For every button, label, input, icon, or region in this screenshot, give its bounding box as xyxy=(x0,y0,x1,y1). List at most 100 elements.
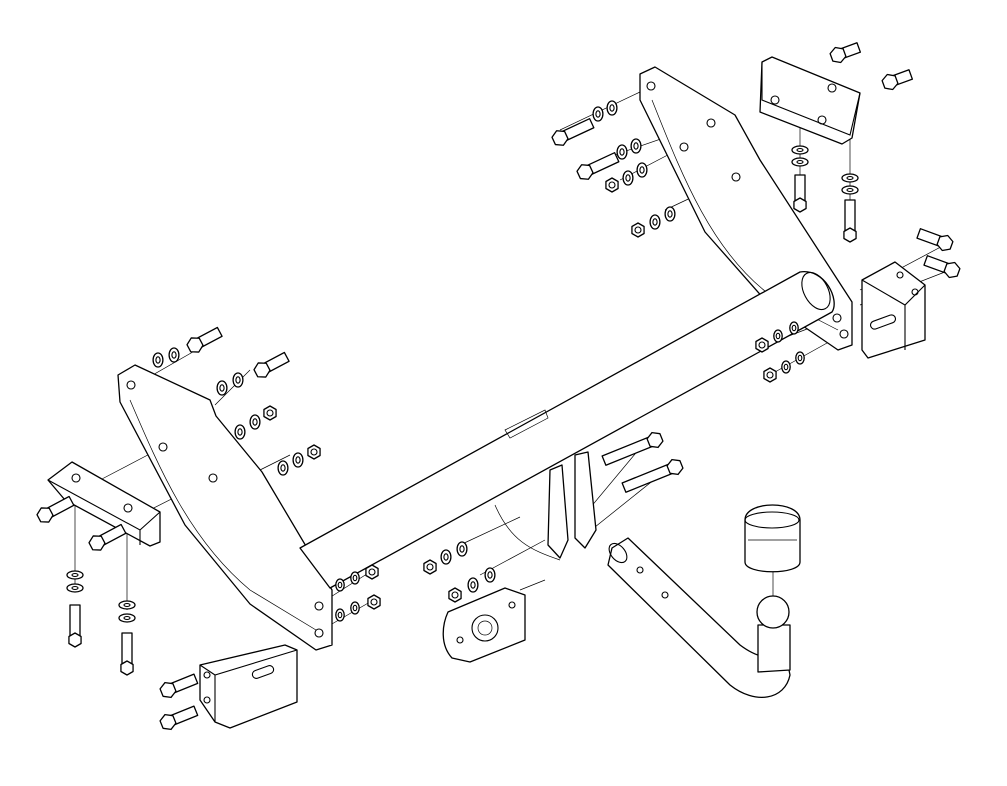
bolt-head xyxy=(36,507,54,523)
left-side-plate xyxy=(117,364,333,651)
washer-hole xyxy=(352,604,358,612)
bolt-head xyxy=(829,46,847,64)
bolt xyxy=(159,705,199,731)
bolt-head xyxy=(68,632,82,648)
washer-hole xyxy=(295,456,301,464)
washer xyxy=(616,144,628,160)
washer-hole xyxy=(846,175,854,181)
nut xyxy=(367,594,381,610)
washer-hole xyxy=(352,574,358,582)
washer-hole xyxy=(796,159,804,165)
washer xyxy=(781,360,791,374)
bolt-head xyxy=(793,197,807,213)
washer xyxy=(592,106,604,122)
right-bracket xyxy=(861,261,926,359)
bolt xyxy=(159,673,199,699)
washer xyxy=(335,608,345,622)
washer xyxy=(66,583,84,593)
washer-hole xyxy=(123,602,131,608)
washer xyxy=(277,460,289,476)
bolt xyxy=(576,152,620,180)
washer xyxy=(350,571,360,585)
nut xyxy=(448,587,462,603)
nut-hole xyxy=(266,409,274,417)
nut xyxy=(423,559,437,575)
washer-hole xyxy=(797,354,803,362)
nut-hole xyxy=(370,598,378,606)
bolt xyxy=(829,42,862,64)
nut-hole xyxy=(368,568,376,576)
washer xyxy=(791,157,809,167)
bolt xyxy=(186,326,223,353)
bolt xyxy=(843,199,857,243)
nut xyxy=(307,444,321,460)
bolt-head xyxy=(666,458,684,476)
washer-hole xyxy=(487,571,493,579)
nut-hole xyxy=(451,591,459,599)
bolt xyxy=(551,118,595,146)
bolt-head xyxy=(186,337,204,353)
ball-neck xyxy=(607,537,791,698)
nut-hole xyxy=(426,563,434,571)
cross-tube xyxy=(299,271,835,589)
washer xyxy=(773,329,783,343)
washer xyxy=(249,414,261,430)
socket-plate xyxy=(442,587,526,663)
nut xyxy=(755,337,769,353)
washer xyxy=(118,613,136,623)
washer-hole xyxy=(155,356,161,364)
bolt-head xyxy=(551,130,569,146)
bolt xyxy=(881,69,914,91)
washer-hole xyxy=(846,187,854,193)
bolt-head xyxy=(88,535,106,551)
bolt xyxy=(916,228,954,252)
washer-hole xyxy=(123,615,131,621)
washer xyxy=(841,185,859,195)
nut xyxy=(605,177,619,193)
bolt xyxy=(923,255,961,279)
bolt xyxy=(253,351,290,378)
washer-hole xyxy=(470,581,476,589)
bolt xyxy=(793,174,807,213)
bolt xyxy=(68,604,82,648)
bolt-head xyxy=(943,261,961,279)
bolt xyxy=(36,495,75,523)
washer xyxy=(232,372,244,388)
ball-neck-mount-plates xyxy=(494,451,597,561)
washer-hole xyxy=(337,581,343,589)
washer-hole xyxy=(639,166,645,174)
bolt-head xyxy=(881,73,899,91)
washer xyxy=(234,424,246,440)
nut-hole xyxy=(758,341,766,349)
nut xyxy=(631,222,645,238)
washer-hole xyxy=(619,148,625,156)
washer xyxy=(440,549,452,565)
nut-hole xyxy=(310,448,318,456)
nut xyxy=(365,564,379,580)
washer xyxy=(118,600,136,610)
washer xyxy=(66,570,84,580)
washer xyxy=(630,138,642,154)
washer-hole xyxy=(595,110,601,118)
washer xyxy=(335,578,345,592)
washer xyxy=(168,347,180,363)
washer-hole xyxy=(652,218,658,226)
washer-hole xyxy=(337,611,343,619)
washer-hole xyxy=(609,104,615,112)
washer xyxy=(292,452,304,468)
washer xyxy=(350,601,360,615)
washer-hole xyxy=(775,332,781,340)
washer-hole xyxy=(71,572,79,578)
washer xyxy=(456,541,468,557)
washer-hole xyxy=(459,545,465,553)
bolt xyxy=(88,523,127,551)
bolt-head xyxy=(120,660,134,676)
washer-hole xyxy=(252,418,258,426)
bolt-head xyxy=(646,431,664,449)
washer-hole xyxy=(667,210,673,218)
bolt-head xyxy=(159,713,177,731)
bolt-head xyxy=(936,234,954,252)
nut-hole xyxy=(634,226,642,234)
washer xyxy=(606,100,618,116)
